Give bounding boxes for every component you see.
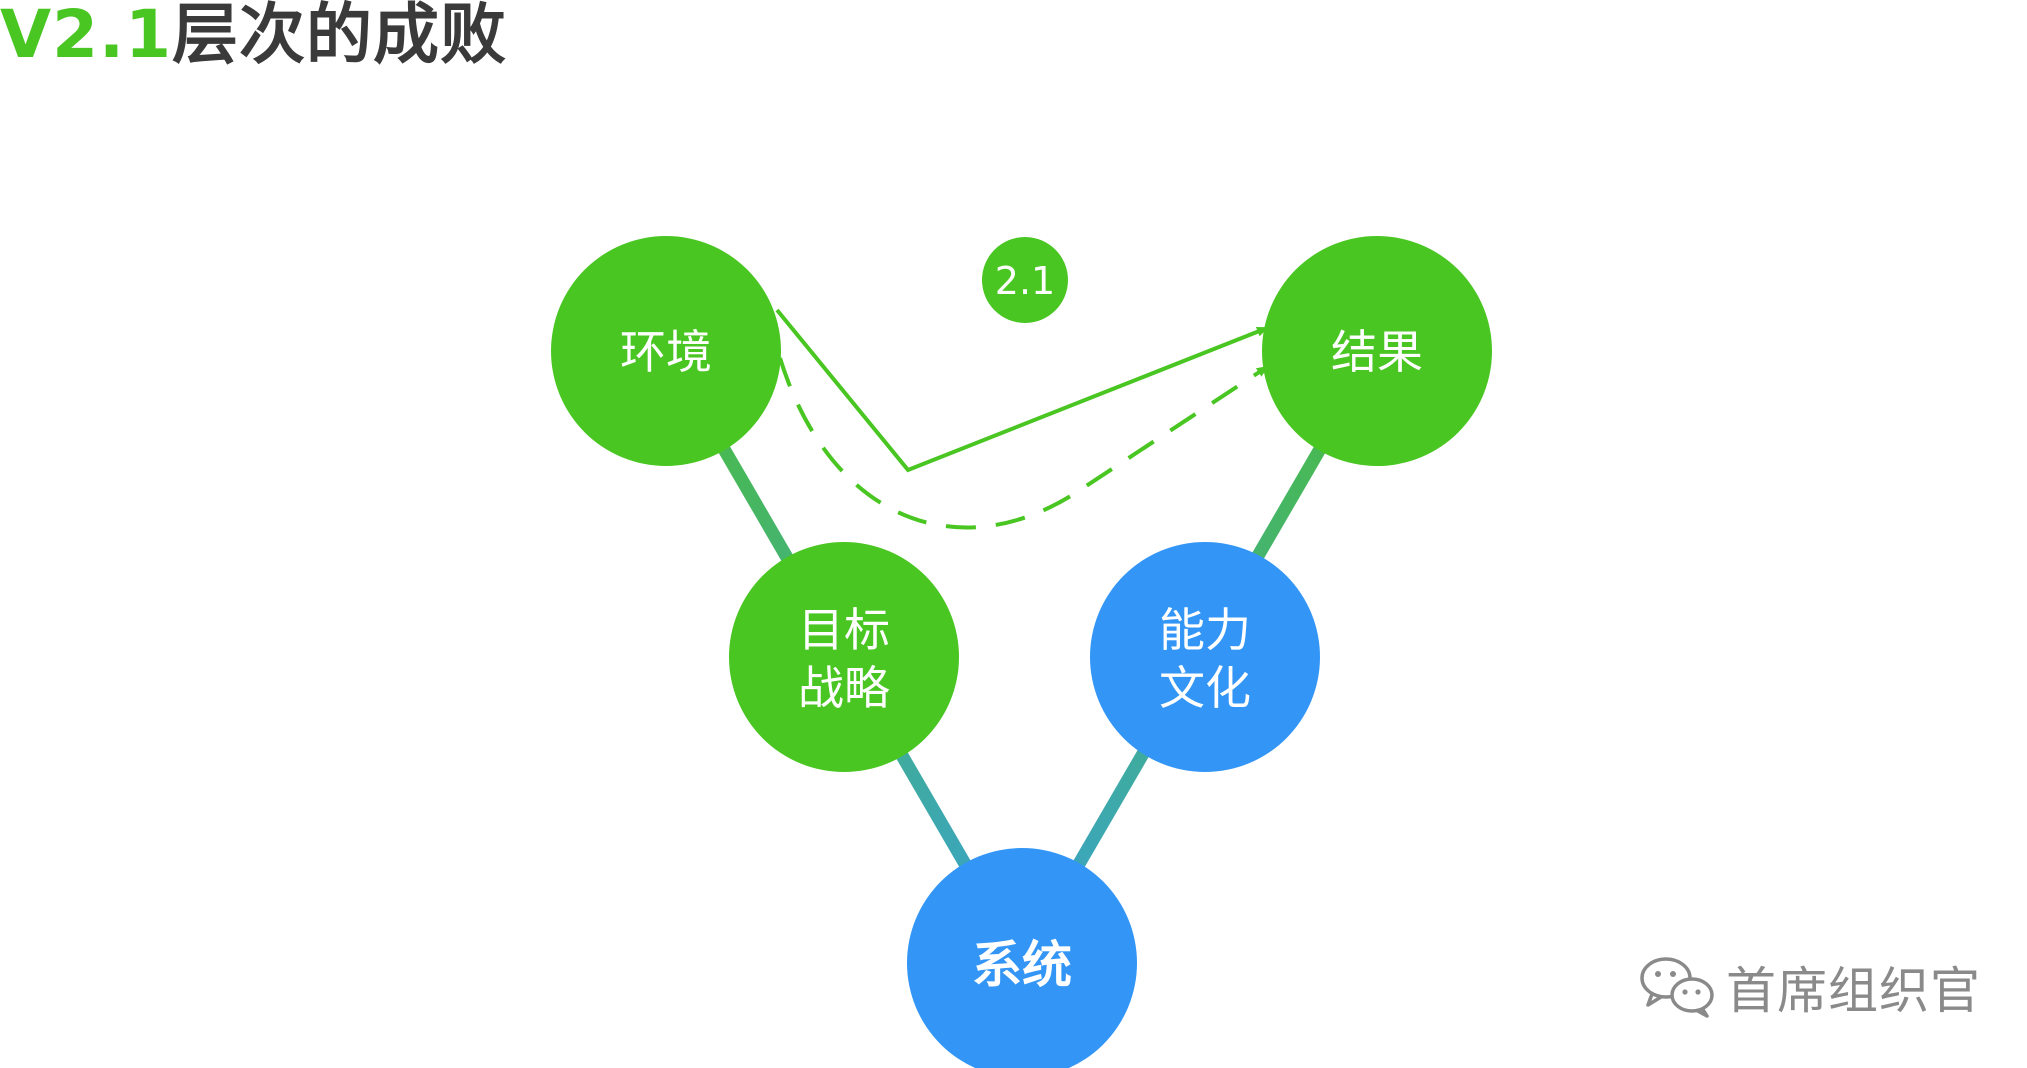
watermark: 首席组织官 xyxy=(1636,952,1981,1022)
watermark-text: 首席组织官 xyxy=(1726,962,1981,1020)
node-result-label: 结果 xyxy=(1331,325,1423,379)
wechat-icon xyxy=(1636,950,1720,1024)
node-goal-strategy-line-1: 目标 xyxy=(798,603,890,657)
page-title: V2.1层次的成败 xyxy=(0,0,507,72)
node-environment: 环境 xyxy=(551,236,781,466)
solid-arrow-path xyxy=(775,308,1269,473)
badge-2-1: 2.1 xyxy=(982,237,1068,323)
node-capability-culture-line-1: 能力 xyxy=(1159,603,1251,657)
node-capability-culture-line-2: 文化 xyxy=(1159,661,1251,715)
title-main: 层次的成败 xyxy=(172,0,507,73)
node-result: 结果 xyxy=(1262,236,1492,466)
title-prefix: V2.1 xyxy=(0,0,172,73)
dashed-arrow-path xyxy=(778,357,1269,530)
node-system: 系统 xyxy=(907,848,1137,1068)
node-goal-strategy: 目标 战略 xyxy=(729,542,959,772)
node-environment-label: 环境 xyxy=(620,325,712,379)
node-system-label: 系统 xyxy=(972,936,1072,994)
node-goal-strategy-line-2: 战略 xyxy=(798,661,890,715)
node-capability-culture: 能力 文化 xyxy=(1090,542,1320,772)
badge-label: 2.1 xyxy=(995,259,1055,303)
